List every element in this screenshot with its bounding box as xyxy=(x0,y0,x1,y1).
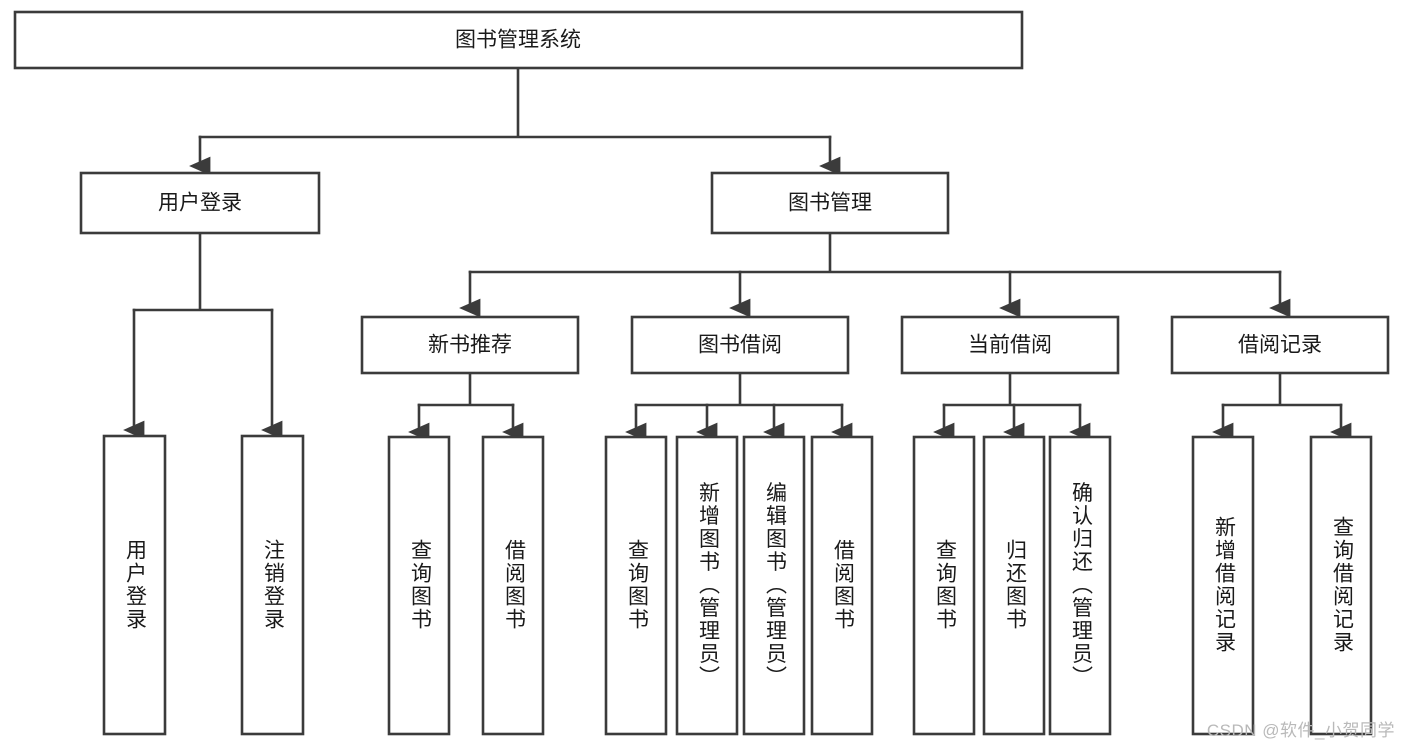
node-leaf-borrow-book-2-box[interactable] xyxy=(810,435,874,736)
node-leaf-edit-book-box[interactable] xyxy=(742,435,806,736)
node-leaf-logout-login[interactable]: 注销登录 xyxy=(240,434,305,736)
node-leaf-borrow-book-1[interactable]: 借阅图书 xyxy=(481,435,545,736)
connector-book-manage-bus xyxy=(468,231,1282,274)
connector-new-book-rec-bus xyxy=(417,371,515,407)
node-leaf-add-record-label: 新增借阅记录 xyxy=(1212,516,1236,654)
node-leaf-query-record-label: 查询借阅记录 xyxy=(1330,516,1354,654)
node-leaf-query-book-1[interactable]: 查询图书 xyxy=(387,435,451,736)
node-leaf-add-record-box[interactable] xyxy=(1191,435,1255,736)
node-leaf-edit-book-label: 编辑图书（管理员） xyxy=(763,482,787,689)
node-book-manage-box[interactable] xyxy=(710,171,950,235)
node-leaf-query-book-2-box[interactable] xyxy=(604,435,668,736)
node-book-borrow-label: 图书借阅 xyxy=(698,334,782,357)
node-new-book-rec[interactable]: 新书推荐 xyxy=(360,315,580,375)
node-leaf-borrow-book-1-box[interactable] xyxy=(481,435,545,736)
node-book-manage-label: 图书管理 xyxy=(788,192,872,215)
node-leaf-borrow-book-1-label: 借阅图书 xyxy=(502,539,526,631)
node-user-login-box[interactable] xyxy=(79,171,321,235)
node-leaf-add-record[interactable]: 新增借阅记录 xyxy=(1191,435,1255,736)
connector-borrow-record-bus xyxy=(1221,371,1343,407)
node-root-box[interactable] xyxy=(13,10,1024,70)
connector-current-borrow-bus xyxy=(942,371,1082,407)
node-current-borrow-box[interactable] xyxy=(900,315,1120,375)
node-new-book-rec-box[interactable] xyxy=(360,315,580,375)
node-leaf-return-book[interactable]: 归还图书 xyxy=(982,435,1046,736)
node-user-login[interactable]: 用户登录 xyxy=(79,171,321,235)
connectors xyxy=(123,66,1352,442)
connector-root-bus xyxy=(198,66,832,139)
node-book-manage[interactable]: 图书管理 xyxy=(710,171,950,235)
node-leaf-add-book-box[interactable] xyxy=(675,435,739,736)
node-leaf-query-book-2[interactable]: 查询图书 xyxy=(604,435,668,736)
node-leaf-confirm-return-label: 确认归还（管理员） xyxy=(1069,482,1093,689)
node-leaf-edit-book[interactable]: 编辑图书（管理员） xyxy=(742,435,806,736)
node-leaf-add-book-label: 新增图书（管理员） xyxy=(696,482,720,689)
node-leaf-query-book-3-label: 查询图书 xyxy=(933,539,957,631)
node-borrow-record-label: 借阅记录 xyxy=(1238,334,1322,357)
node-leaf-return-book-label: 归还图书 xyxy=(1003,539,1027,631)
node-leaf-logout-login-label: 注销登录 xyxy=(261,539,285,631)
node-book-borrow-box[interactable] xyxy=(630,315,850,375)
node-leaf-add-book[interactable]: 新增图书（管理员） xyxy=(675,435,739,736)
connector-user-login-bus xyxy=(132,231,274,312)
node-leaf-borrow-book-2[interactable]: 借阅图书 xyxy=(810,435,874,736)
node-leaf-confirm-return-box[interactable] xyxy=(1048,435,1112,736)
node-book-borrow[interactable]: 图书借阅 xyxy=(630,315,850,375)
node-leaf-query-book-3[interactable]: 查询图书 xyxy=(912,435,976,736)
node-leaf-user-login-box[interactable] xyxy=(102,434,167,736)
node-leaf-logout-login-box[interactable] xyxy=(240,434,305,736)
node-leaf-query-book-1-label: 查询图书 xyxy=(408,539,432,631)
node-current-borrow-label: 当前借阅 xyxy=(968,334,1052,357)
node-current-borrow[interactable]: 当前借阅 xyxy=(900,315,1120,375)
node-leaf-user-login[interactable]: 用户登录 xyxy=(102,434,167,736)
node-user-login-label: 用户登录 xyxy=(158,192,242,215)
node-new-book-rec-label: 新书推荐 xyxy=(428,334,512,357)
node-root-label: 图书管理系统 xyxy=(455,29,581,52)
node-leaf-confirm-return[interactable]: 确认归还（管理员） xyxy=(1048,435,1112,736)
node-leaf-query-book-2-label: 查询图书 xyxy=(625,539,649,631)
node-leaf-user-login-label: 用户登录 xyxy=(123,539,147,631)
node-leaf-query-book-1-box[interactable] xyxy=(387,435,451,736)
node-leaf-query-record[interactable]: 查询借阅记录 xyxy=(1309,435,1373,736)
node-leaf-query-record-box[interactable] xyxy=(1309,435,1373,736)
connector-book-borrow-bus xyxy=(634,371,844,407)
node-root[interactable]: 图书管理系统 xyxy=(13,10,1024,70)
node-borrow-record[interactable]: 借阅记录 xyxy=(1170,315,1390,375)
node-leaf-borrow-book-2-label: 借阅图书 xyxy=(831,539,855,631)
node-borrow-record-box[interactable] xyxy=(1170,315,1390,375)
node-leaf-query-book-3-box[interactable] xyxy=(912,435,976,736)
node-leaf-return-book-box[interactable] xyxy=(982,435,1046,736)
